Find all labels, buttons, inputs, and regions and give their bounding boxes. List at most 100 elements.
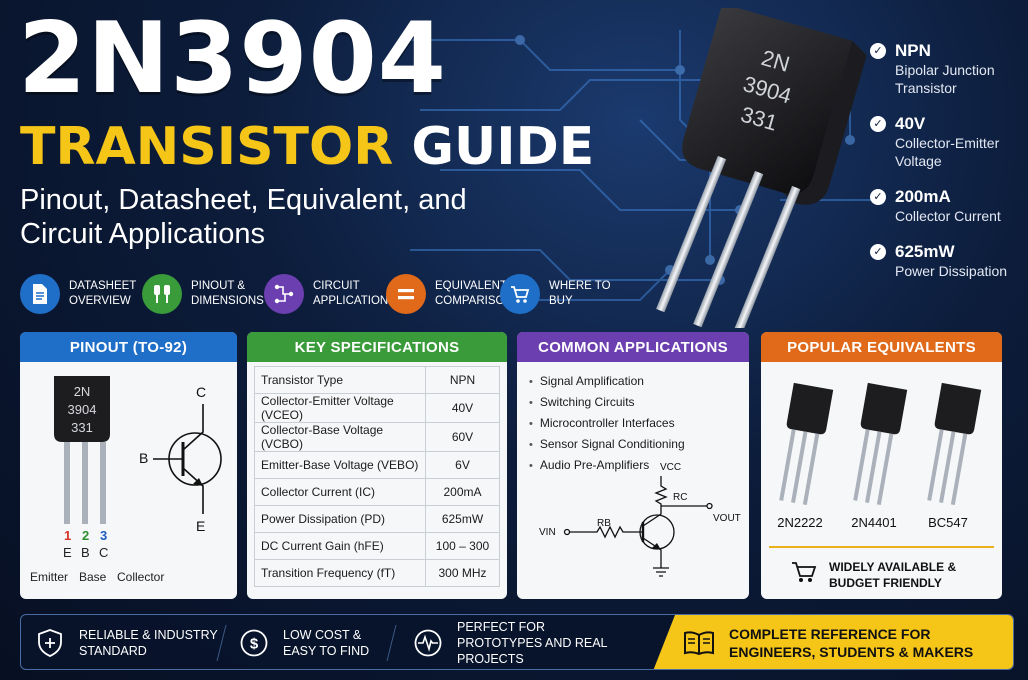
cart-icon [792,562,817,582]
spec-value: 300 MHz [425,559,500,587]
spec-param: Collector-Base Voltage (VCBO) [254,422,426,452]
category-pinout[interactable]: Pinout & Dimensions [142,272,271,316]
package-line1: 2N [74,384,91,399]
pin-letter: E [63,545,72,560]
equivalent-name: BC547 [928,515,968,530]
pin-icon [142,274,182,314]
symbol-label-b: B [139,450,149,466]
symbol-label-e: E [196,518,206,534]
spec-param: DC Current Gain (hFE) [254,532,426,560]
pin-number: 3 [100,528,108,543]
pin-number: 2 [82,528,90,543]
page-title: 2N3904 [18,2,447,116]
footer-item-lowcost: $ Low Cost & Easy to Find [239,615,393,669]
equals-icon [386,274,426,314]
feature-item: ✓ 40V Collector-Emitter Voltage [870,113,1020,170]
applications-card: COMMON APPLICATIONS Signal Amplification… [517,332,749,599]
circuit-icon [264,274,304,314]
spec-value: 6V [425,451,500,479]
pinout-card: PINOUT (TO-92) 2N 3904 331 1 2 3 E B C E… [20,332,237,599]
table-row: Collector-Emitter Voltage (VCEO)40V [254,393,500,423]
check-icon: ✓ [870,244,886,260]
footer-text: Reliable & Industry Standard [79,628,218,658]
specs-title: KEY SPECIFICATIONS [247,332,507,362]
pulse-icon [414,629,442,657]
feature-item: ✓ 625mW Power Dissipation [870,241,1020,280]
check-icon: ✓ [870,189,886,205]
applications-title: COMMON APPLICATIONS [517,332,749,362]
tagline: Pinout, Datasheet, Equivalent, and Circu… [20,184,467,250]
category-row: Datasheet Overview Pinout & Dimensions C… [20,272,640,320]
feature-desc: Power Dissipation [895,263,1008,279]
table-row: Collector Current (IC)200mA [254,478,500,506]
shield-icon [38,629,62,657]
category-label: Where to Buy [549,280,611,307]
equivalents-card: POPULAR EQUIVALENTS 2N2222 2N4401 BC547 … [761,332,1002,599]
footer-item-reliable: Reliable & Industry Standard [35,615,219,669]
list-item: Microcontroller Interfaces [529,413,749,434]
equivalents-title: POPULAR EQUIVALENTS [761,332,1002,362]
check-icon: ✓ [870,43,886,59]
feature-value: 625mW [895,242,955,261]
feature-item: ✓ 200mA Collector Current [870,186,1020,225]
list-item: Sensor Signal Conditioning [529,434,749,455]
book-icon [684,631,714,656]
category-label: Equivalent Comparison [435,280,513,307]
pin-letter: C [99,545,109,560]
page-subtitle: TRANSISTOR GUIDE [20,116,594,178]
footer-text: Perfect for Prototypes and Real Projects [457,620,608,666]
document-icon [20,274,60,314]
cart-icon [500,274,540,314]
category-equivalent[interactable]: Equivalent Comparison [386,272,515,316]
pinout-title: PINOUT (TO-92) [20,332,237,362]
spec-param: Emitter-Base Voltage (VEBO) [254,451,426,479]
spec-param: Transistor Type [254,366,426,394]
pin-letter: B [81,545,90,560]
feature-desc: Collector-Emitter Voltage [895,135,1000,169]
svg-text:$: $ [250,636,259,653]
pin-number: 1 [64,528,72,543]
table-row: Emitter-Base Voltage (VEBO)6V [254,451,500,479]
applications-list: Signal Amplification Switching Circuits … [529,371,749,476]
subtitle-rest: GUIDE [411,117,595,177]
pin-name: Emitter [30,570,69,584]
spec-value: 60V [425,422,500,452]
feature-value: 200mA [895,187,951,206]
category-buy[interactable]: Where to Buy [500,272,629,316]
label-rb: RB [597,518,611,529]
table-row: DC Current Gain (hFE)100 – 300 [254,532,500,560]
amplifier-circuit [563,476,713,577]
label-vin: VIN [539,527,556,538]
equivalent-transistors [779,382,982,506]
spec-value: 625mW [425,505,500,533]
category-datasheet[interactable]: Datasheet Overview [20,272,149,316]
to92-package: 2N 3904 331 [54,376,110,524]
spec-param: Transition Frequency (fT) [254,559,426,587]
npn-symbol [153,404,222,514]
transistor-image: 2N 3904 331 [656,8,867,328]
pin-name: Collector [117,570,165,584]
check-icon: ✓ [870,116,886,132]
equivalent-note: Widely Available & Budget Friendly [829,560,957,590]
list-item: Signal Amplification [529,371,749,392]
divider [769,546,994,548]
dollar-icon: $ [240,629,268,657]
spec-value: 200mA [425,478,500,506]
footer-item-prototypes: Perfect for Prototypes and Real Projects [413,615,632,669]
category-label: Pinout & Dimensions [191,280,264,307]
spec-value: 40V [425,393,500,423]
pin-name: Base [79,570,107,584]
feature-value: NPN [895,41,931,60]
package-line3: 331 [71,420,93,435]
feature-desc: Bipolar Junction Transistor [895,62,995,96]
category-label: Circuit Applications [313,280,396,307]
equivalent-name: 2N4401 [851,515,897,530]
list-item: Audio Pre-Amplifiers [529,455,749,476]
spec-param: Power Dissipation (PD) [254,505,426,533]
category-circuit[interactable]: Circuit Applications [264,272,396,316]
spec-value: 100 – 300 [425,532,500,560]
